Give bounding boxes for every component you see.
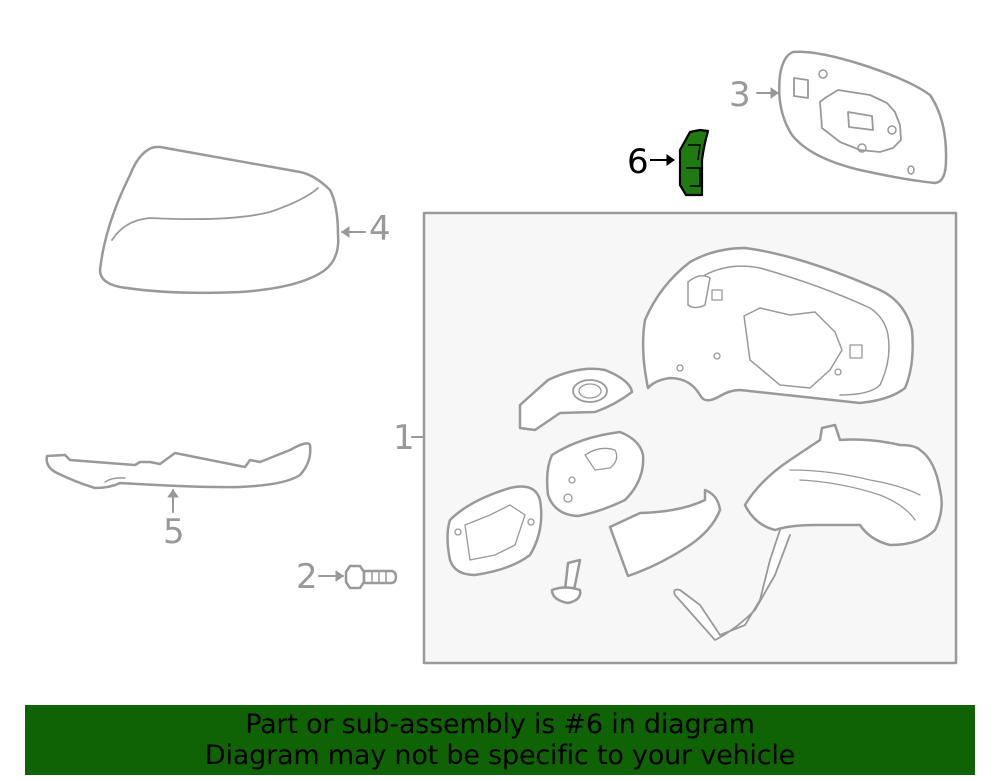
callout-3: 3 (729, 75, 751, 115)
part-3-mirror-glass[interactable] (778, 50, 948, 185)
info-banner: Part or sub-assembly is #6 in diagram Di… (25, 705, 975, 775)
banner-part-line: Part or sub-assembly is #6 in diagram (245, 709, 755, 740)
part-1-plate[interactable] (446, 485, 543, 577)
callout-1: 1 (393, 418, 415, 458)
part-1-actuator[interactable] (545, 430, 645, 518)
callout-4: 4 (369, 209, 391, 249)
part-2-bolt[interactable] (344, 564, 398, 590)
part-1-mirror-housing[interactable] (641, 246, 914, 405)
parts-diagram: 3 4 1 5 2 6 (45, 50, 958, 665)
callout-2: 2 (296, 557, 318, 597)
callout-6: 6 (627, 142, 649, 182)
part-6-side-turn-lamp[interactable] (678, 128, 710, 197)
part-1-lamp-lens[interactable] (608, 488, 722, 578)
part-4-mirror-cover[interactable] (98, 145, 340, 295)
banner-disclaimer-line: Diagram may not be specific to your vehi… (204, 740, 796, 771)
part-5-lower-garnish[interactable] (45, 442, 312, 490)
part-1-bezel[interactable] (518, 367, 634, 432)
part-1-harness[interactable] (673, 423, 943, 641)
part-1-screw[interactable] (550, 558, 582, 605)
callout-5: 5 (163, 512, 185, 552)
